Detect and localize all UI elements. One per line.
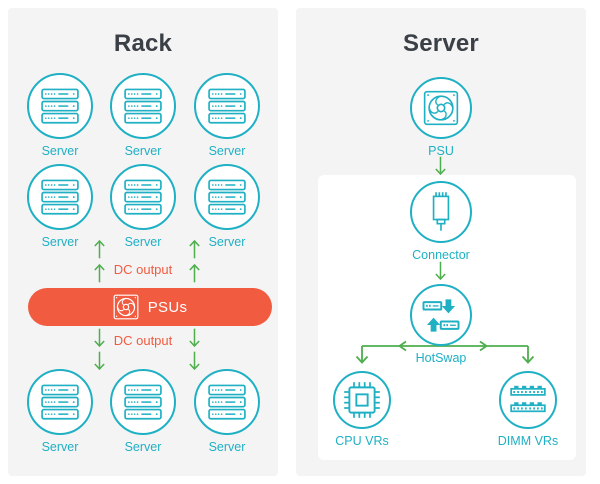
server-circle (110, 164, 176, 230)
server-circle (194, 369, 260, 435)
server-stack-icon (123, 88, 163, 125)
hotswap-arrows-icon (422, 298, 460, 333)
hotswap-circle (410, 284, 472, 346)
server-label: Server (208, 235, 246, 249)
hotswap-branch-arrows (355, 340, 535, 364)
connector-circle (410, 181, 472, 243)
server-node: Server (15, 73, 105, 158)
dimm-vrs-label: DIMM VRs (497, 434, 559, 448)
server-circle (27, 164, 93, 230)
rack-panel-title: Rack (113, 30, 173, 57)
server-label: Server (124, 144, 162, 158)
psus-label: PSUs (147, 298, 188, 316)
server-node: Server (182, 369, 272, 454)
server-node: Server (98, 164, 188, 249)
server-node: Server (15, 369, 105, 454)
server-panel: Server PSU (296, 8, 586, 476)
cpu-chip-icon (342, 380, 382, 420)
psus-bar: PSUs (28, 288, 272, 326)
server-label: Server (124, 235, 162, 249)
green-up-arrow-icon (187, 238, 202, 260)
server-stack-icon (207, 88, 247, 125)
server-circle (110, 73, 176, 139)
cpu-vrs-label: CPU VRs (335, 434, 389, 448)
cpu-vrs-circle (333, 371, 391, 429)
psu-circle (410, 77, 472, 139)
server-circle (194, 73, 260, 139)
connector-label: Connector (412, 248, 470, 262)
server-label: Server (124, 440, 162, 454)
server-node: Server (98, 369, 188, 454)
connector-plug-icon (426, 191, 456, 234)
psu-label: PSU (428, 144, 454, 158)
server-label: Server (41, 235, 79, 249)
server-node: Server (15, 164, 105, 249)
dc-output-label-bottom: DC output (113, 333, 173, 348)
rack-panel: Rack Server Server Server Server (8, 8, 278, 476)
green-up-arrow-icon (92, 238, 107, 260)
dc-output-label-top: DC output (113, 262, 173, 277)
server-stack-icon (40, 88, 80, 125)
server-stack-icon (40, 384, 80, 421)
hotswap-node: HotSwap (396, 284, 486, 365)
server-node: Server (98, 73, 188, 158)
server-circle (27, 369, 93, 435)
server-label: Server (41, 144, 79, 158)
dimm-vrs-node: DIMM VRs (483, 371, 573, 448)
green-down-arrow-icon (433, 155, 448, 177)
server-circle (110, 369, 176, 435)
server-node: Server (182, 73, 272, 158)
server-stack-icon (40, 179, 80, 216)
server-label: Server (41, 440, 79, 454)
psu-fan-icon (423, 90, 459, 126)
server-stack-icon (207, 179, 247, 216)
dimm-vrs-circle (499, 371, 557, 429)
server-label: Server (208, 440, 246, 454)
psu-node: PSU (396, 77, 486, 158)
psu-fan-icon (113, 294, 139, 320)
server-node: Server (182, 164, 272, 249)
cpu-vrs-node: CPU VRs (317, 371, 407, 448)
connector-node: Connector (396, 181, 486, 262)
server-stack-icon (123, 384, 163, 421)
server-panel-title: Server (403, 30, 479, 57)
server-circle (27, 73, 93, 139)
server-stack-icon (207, 384, 247, 421)
server-label: Server (208, 144, 246, 158)
hotswap-label: HotSwap (415, 351, 467, 365)
server-circle (194, 164, 260, 230)
server-stack-icon (123, 179, 163, 216)
green-down-arrow-icon (433, 260, 448, 282)
dimm-memory-icon (509, 384, 547, 417)
